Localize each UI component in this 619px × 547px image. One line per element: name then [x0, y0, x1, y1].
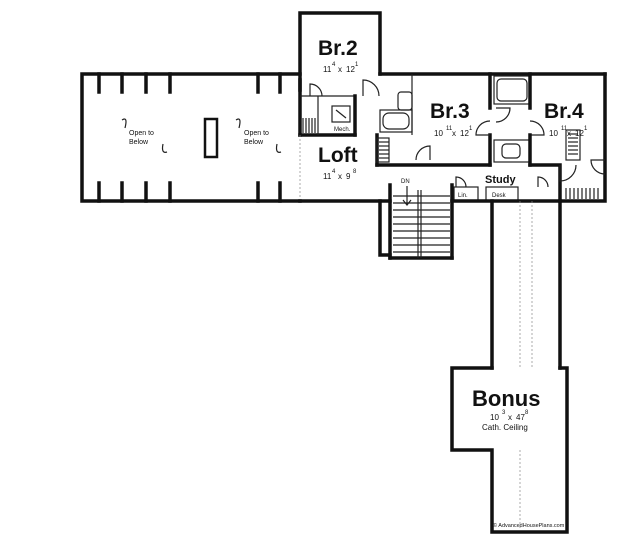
- bedroom-3: Br.3 10 11 x 12 1: [430, 72, 492, 167]
- door-swing: [455, 176, 467, 188]
- room-name-study: Study: [485, 174, 516, 186]
- door-swing: [559, 164, 577, 182]
- open-to-below-label: Below: [129, 139, 149, 146]
- copyright: © AdvancedHousePlans.com: [493, 522, 565, 529]
- linen-label: Lin.: [458, 193, 468, 199]
- dim-width-in: 4: [332, 169, 336, 175]
- dim-depth-in: 1: [584, 126, 588, 132]
- closet-shelving: [379, 141, 389, 159]
- dim-x: x: [508, 413, 512, 422]
- dim-depth-in: 1: [355, 62, 359, 68]
- door-swing: [415, 145, 431, 161]
- bonus-note: Cath. Ceiling: [482, 423, 528, 432]
- open-arrow-icon: [121, 118, 127, 129]
- room-name-br3: Br.3: [430, 100, 470, 123]
- door-swing: [590, 159, 606, 175]
- dim-depth-in: 8: [353, 169, 357, 175]
- room-name-bonus: Bonus: [472, 386, 540, 411]
- study: Study Lin. Desk: [450, 174, 562, 203]
- door-swing: [537, 176, 549, 188]
- dim-width-ft: 10: [434, 129, 443, 138]
- dim-depth-ft: 12: [460, 129, 469, 138]
- open-to-below-wing: Open to Below Open to Below: [80, 72, 302, 203]
- open-to-below-label: Open to: [244, 130, 269, 137]
- dim-depth-ft: 9: [346, 172, 351, 181]
- open-to-below-label: Open to: [129, 130, 154, 137]
- door-swing: [495, 107, 511, 123]
- door-swing: [309, 83, 323, 97]
- closet-shelving: [302, 118, 316, 133]
- dim-depth-in: 8: [525, 410, 529, 416]
- toilet-icon: [397, 91, 413, 111]
- open-arrow-icon: [161, 143, 168, 153]
- bath-1: [375, 72, 607, 167]
- room-name-br4: Br.4: [544, 100, 584, 123]
- stair-treads: [393, 195, 450, 253]
- dim-x: x: [452, 129, 456, 138]
- bedroom-4: Br.4 10 11 x 12 1: [528, 72, 607, 203]
- dim-width-in: 3: [502, 410, 506, 416]
- bath-2: [475, 72, 545, 167]
- dim-width-ft: 11: [323, 172, 332, 181]
- closet-shelving: [568, 133, 578, 155]
- dim-width-ft: 10: [490, 413, 499, 422]
- closet-shelving: [565, 188, 599, 199]
- dim-width-ft: 11: [323, 65, 332, 74]
- open-to-below-label: Below: [244, 139, 264, 146]
- dim-depth-ft: 12: [346, 65, 355, 74]
- dim-width-in: 4: [332, 62, 336, 68]
- stairway: DN: [298, 179, 454, 260]
- door-swing: [475, 120, 491, 136]
- door-swing: [362, 79, 380, 97]
- door-swing: [529, 120, 545, 136]
- dim-width-in: 11: [561, 126, 568, 132]
- desk-label: Desk: [492, 193, 507, 199]
- down-arrow-icon: [402, 186, 412, 206]
- dim-width-in: 11: [446, 126, 453, 132]
- mech-label: Mech.: [334, 127, 351, 133]
- open-arrow-icon: [275, 143, 282, 153]
- open-arrow-icon: [235, 118, 241, 129]
- loft: Loft 11 4 x 9 8: [299, 135, 358, 201]
- bonus-room: Bonus 10 3 x 47 8 Cath. Ceiling: [450, 199, 569, 534]
- room-name-loft: Loft: [318, 144, 358, 167]
- room-name-br2: Br.2: [318, 37, 358, 60]
- chase: [203, 117, 219, 159]
- dim-x: x: [338, 65, 342, 74]
- dim-x: x: [338, 172, 342, 181]
- dim-depth-in: 1: [469, 126, 473, 132]
- stair-dn-label: DN: [401, 179, 410, 185]
- bedroom-2: Mech. Br.2 11 4 x 12 1: [298, 11, 382, 137]
- dim-depth-ft: 47: [516, 413, 525, 422]
- dim-width-ft: 10: [549, 129, 558, 138]
